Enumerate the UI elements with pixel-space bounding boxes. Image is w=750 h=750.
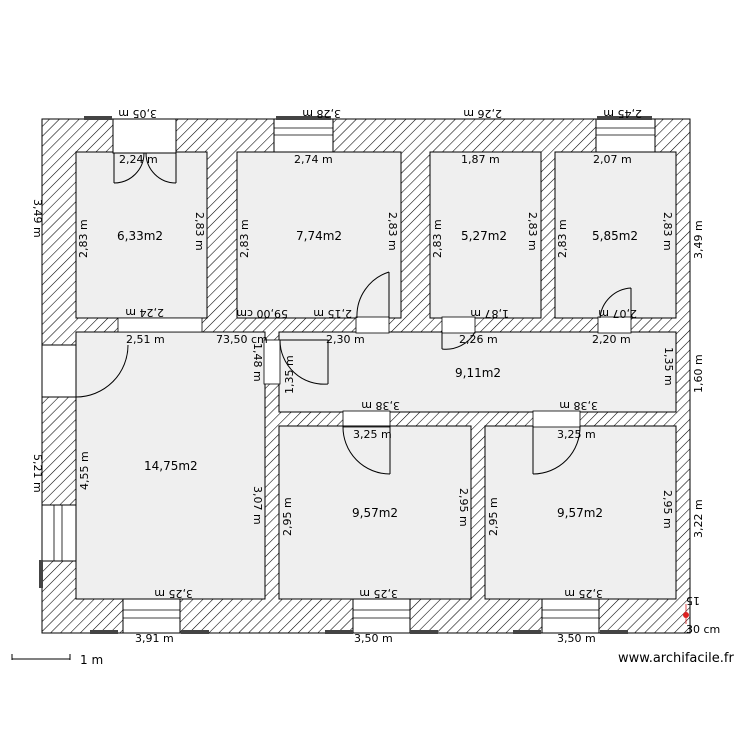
corner-label-30cm: 30 cm — [686, 623, 720, 636]
room4-bottom-dim: 2,07 m — [598, 307, 637, 320]
outer-bottom-1: 3,91 m — [135, 632, 174, 645]
room-2-height-right: 2,83 m — [386, 212, 399, 251]
room-6-width: 3,25 m — [353, 428, 392, 441]
door-gap-room1 — [117, 317, 203, 333]
outer-right-mid: 1,60 m — [692, 354, 705, 393]
room-7-width: 3,25 m — [557, 428, 596, 441]
room2-bottom-dim-a: 59,00 cm — [236, 307, 288, 320]
room-4-height-right: 2,83 m — [661, 212, 674, 251]
door-swings — [75, 152, 632, 475]
outer-right-top: 3,49 m — [692, 220, 705, 259]
window-top-room2 — [273, 118, 334, 153]
room-7-height-right: 2,95 m — [661, 490, 674, 529]
room-7-width-bottom: 3,25 m — [564, 587, 603, 600]
room-6-area: 9,57m2 — [352, 506, 398, 520]
room-6-width-bottom: 3,25 m — [359, 587, 398, 600]
window-left-lower — [41, 504, 77, 562]
outer-left-bottom: 5,21 m — [31, 454, 44, 493]
corridor-top-dim-3: 2,20 m — [592, 333, 631, 346]
room-4-height-left: 2,83 m — [556, 219, 569, 258]
room-3-height-right: 2,83 m — [526, 212, 539, 251]
room2-bottom-dim-b: 2,15 m — [313, 307, 352, 320]
corridor-bottom-dim-2: 3,38 m — [559, 399, 598, 412]
living-width-bottom: 3,25 m — [154, 587, 193, 600]
living-top-dim: 2,51 m — [126, 333, 165, 346]
outer-left-top: 3,49 m — [31, 199, 44, 238]
window-left-living — [41, 344, 77, 398]
door-gap-room4 — [597, 316, 632, 334]
corridor-top-dim-2: 2,26 m — [459, 333, 498, 346]
window-bottom-room6 — [352, 598, 411, 634]
door-gap-living — [263, 339, 281, 385]
room-7-area: 9,57m2 — [557, 506, 603, 520]
door-gap-room7 — [532, 410, 581, 428]
living-right-upper-dim: 1,48 m — [251, 343, 264, 382]
door-gap-room2 — [355, 316, 390, 334]
room-1-height-right: 2,83 m — [193, 212, 206, 251]
room-4-width: 2,07 m — [593, 153, 632, 166]
window-bottom-room7 — [541, 598, 600, 634]
room-6-height-left: 2,95 m — [281, 497, 294, 536]
room7-left-dim: 2,95 m — [487, 497, 500, 536]
corridor-height-right: 1,35 m — [662, 347, 675, 386]
room1-bottom-dim: 2,24 m — [125, 306, 164, 319]
room-4-area: 5,85m2 — [592, 229, 638, 243]
room-living-floor — [75, 331, 266, 600]
room-corridor-floor — [278, 331, 677, 413]
room-2-height-left: 2,83 m — [238, 219, 251, 258]
room-corridor-area: 9,11m2 — [455, 366, 501, 380]
room-3-floor — [429, 151, 542, 319]
entrance-opening — [112, 118, 177, 154]
outer-right-bottom: 3,22 m — [692, 499, 705, 538]
outer-bottom-2: 3,50 m — [354, 632, 393, 645]
corridor-bottom-dim-1: 3,38 m — [361, 399, 400, 412]
door-gap-room6 — [342, 410, 391, 428]
door-gap-room3 — [441, 316, 476, 334]
window-bottom-living — [122, 598, 181, 634]
living-top-extra-dim: 73,50 cm — [216, 333, 268, 346]
room-3-area: 5,27m2 — [461, 229, 507, 243]
room-1-height-left: 2,83 m — [77, 219, 90, 258]
living-height-left: 4,55 m — [78, 451, 91, 490]
room-1-floor — [75, 151, 208, 319]
room-2-width: 2,74 m — [294, 153, 333, 166]
window-top-room4 — [595, 118, 656, 153]
room-3-height-left: 2,83 m — [431, 219, 444, 258]
scale-bar — [11, 654, 71, 660]
outer-top-3: 2,26 m — [463, 107, 502, 120]
outer-bottom-3: 3,50 m — [557, 632, 596, 645]
room-4-floor — [554, 151, 677, 319]
room6-right-dim: 2,95 m — [457, 488, 470, 527]
corner-label-15: 15 — [686, 594, 700, 607]
scale-bar-label: 1 m — [80, 653, 103, 667]
room-2-area: 7,74m2 — [296, 229, 342, 243]
corridor-left-dim: 1,35 m — [283, 355, 296, 394]
room3-bottom-dim: 1,87 m — [470, 307, 509, 320]
room-living-area: 14,75m2 — [144, 459, 198, 473]
room-1-width: 2,24 m — [119, 153, 158, 166]
outer-top-2: 3,28 m — [302, 107, 341, 120]
outer-top-4: 2,45 m — [603, 107, 642, 120]
room-6-floor — [278, 425, 472, 600]
watermark: www.archifacile.fr — [618, 651, 734, 666]
outer-top-1: 3,05 m — [118, 107, 157, 120]
room-3-width: 1,87 m — [461, 153, 500, 166]
living-right-dim: 3,07 m — [251, 486, 264, 525]
room-1-area: 6,33m2 — [117, 229, 163, 243]
corridor-top-dim-1: 2,30 m — [326, 333, 365, 346]
